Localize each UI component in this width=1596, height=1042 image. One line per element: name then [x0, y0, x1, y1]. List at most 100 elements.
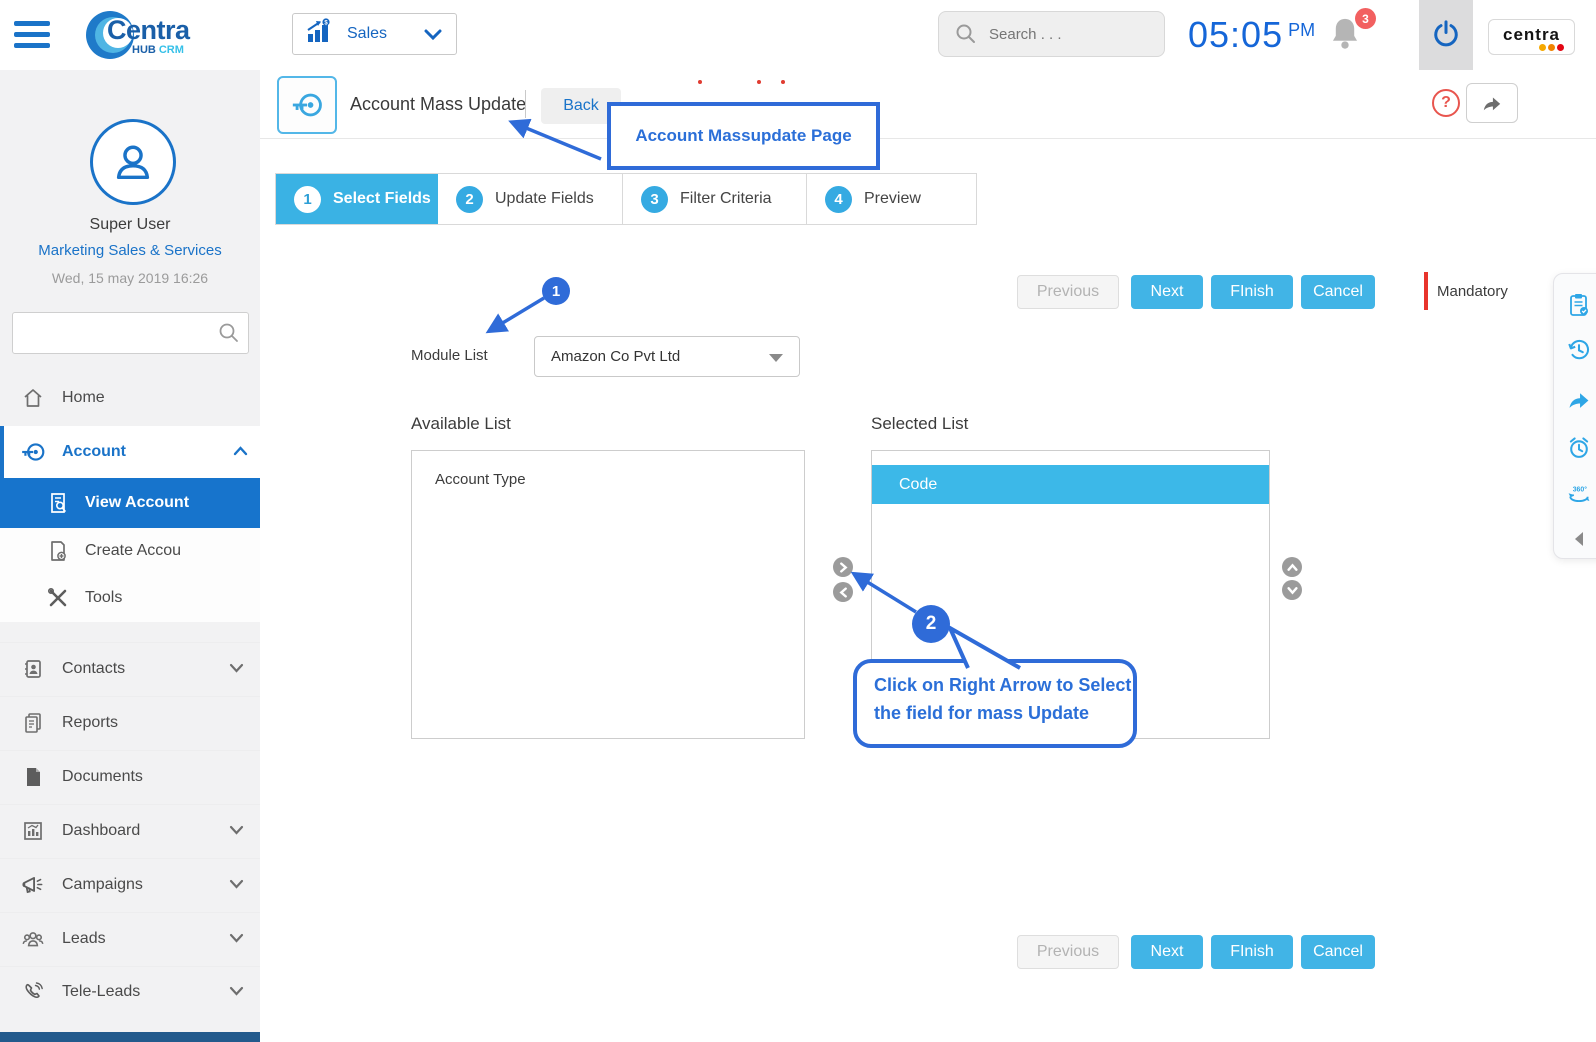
available-list: Account Type	[411, 450, 805, 739]
reports-icon	[20, 711, 46, 735]
module-list-select[interactable]: Amazon Co Pvt Ltd	[534, 336, 800, 377]
notification-badge: 3	[1355, 8, 1376, 29]
workspace-selector[interactable]: $ Sales	[292, 13, 457, 55]
selected-list-item[interactable]: Code	[872, 465, 1269, 504]
hamburger-menu-icon[interactable]	[14, 21, 50, 48]
tools-icon	[45, 586, 71, 610]
cancel-button[interactable]: Cancel	[1301, 935, 1375, 969]
bell-icon	[1332, 18, 1358, 49]
sidebar-search-input[interactable]	[21, 313, 215, 351]
home-icon	[20, 386, 46, 410]
campaigns-icon	[20, 872, 46, 898]
move-right-button[interactable]	[833, 557, 853, 577]
step-tab-preview[interactable]: 4 Preview	[807, 174, 976, 224]
sidebar-item-dashboard[interactable]: Dashboard	[0, 804, 260, 857]
search-input[interactable]	[987, 24, 1151, 44]
history-icon[interactable]	[1566, 337, 1592, 363]
move-up-button[interactable]	[1282, 557, 1302, 577]
finish-button[interactable]: FInish	[1211, 275, 1293, 309]
global-search	[938, 11, 1165, 57]
annotation-text-line: Click on Right Arrow to Select	[874, 675, 1132, 695]
user-name: Super User	[89, 216, 171, 233]
mandatory-label: Mandatory	[1437, 282, 1508, 300]
sidebar-item-documents[interactable]: Documents	[0, 750, 260, 803]
sidebar-item-label: Tools	[85, 589, 123, 606]
sidebar-item-create-account[interactable]: Create Accou	[0, 528, 260, 574]
sidebar-search	[12, 312, 249, 354]
chevron-up-icon	[1286, 562, 1298, 571]
chevron-down-icon	[229, 930, 244, 948]
sales-chart-icon: $	[305, 17, 335, 51]
annotation-text-line: the field for mass Update	[874, 703, 1090, 723]
sidebar-item-label: Tele-Leads	[62, 983, 141, 1000]
chevron-right-icon	[839, 561, 848, 573]
sidebar-item-label: Dashboard	[62, 822, 141, 839]
key-icon	[292, 93, 322, 117]
sidebar-item-reports[interactable]: Reports	[0, 696, 260, 749]
tasks-clipboard-icon[interactable]	[1566, 292, 1592, 318]
360-view-icon[interactable]: 360°	[1566, 482, 1592, 508]
next-button[interactable]: Next	[1131, 935, 1203, 969]
page-title: Account Mass Update	[350, 93, 527, 114]
main-content: Account Mass Update Back ? 1 Select Fiel…	[260, 70, 1596, 1042]
step-tab-select-fields[interactable]: 1 Select Fields	[276, 174, 438, 224]
help-icon[interactable]: ?	[1432, 89, 1460, 117]
share-button[interactable]	[1466, 83, 1518, 123]
annotation-callout-arrow: Click on Right Arrow to Select the field…	[853, 659, 1137, 748]
reminder-alarm-icon[interactable]	[1566, 435, 1592, 461]
previous-button[interactable]: Previous	[1017, 275, 1119, 309]
chevron-down-icon	[229, 822, 244, 840]
dropdown-caret-icon	[769, 354, 783, 362]
sidebar: Super User Marketing Sales & Services We…	[0, 70, 264, 1042]
sidebar-item-home[interactable]: Home	[0, 372, 260, 424]
sidebar-item-label: Documents	[62, 768, 143, 785]
sidebar-item-contacts[interactable]: Contacts	[0, 642, 260, 695]
selected-list-title: Selected List	[871, 414, 969, 433]
avatar[interactable]	[90, 119, 176, 205]
step-number: 1	[294, 185, 321, 213]
move-down-button[interactable]	[1282, 580, 1302, 600]
share-icon[interactable]	[1566, 386, 1592, 412]
phone-icon	[20, 980, 46, 1004]
sidebar-item-tools[interactable]: Tools	[0, 574, 260, 622]
next-button[interactable]: Next	[1131, 275, 1203, 309]
previous-button[interactable]: Previous	[1017, 935, 1119, 969]
sidebar-item-label: Contacts	[62, 660, 126, 677]
workspace-label: Sales	[347, 25, 388, 42]
collapse-toolbar-icon[interactable]	[1566, 526, 1592, 552]
logo-crm: CRM	[158, 44, 184, 56]
step-label: Update Fields	[495, 190, 594, 207]
move-left-button[interactable]	[833, 582, 853, 602]
step-label: Preview	[864, 190, 921, 207]
step-tab-filter-criteria[interactable]: 3 Filter Criteria	[623, 174, 807, 224]
time-meridiem: PM	[1288, 20, 1316, 40]
step-label: Filter Criteria	[680, 190, 772, 207]
logout-button[interactable]	[1419, 0, 1473, 70]
logo-wordmark: Centra	[107, 15, 190, 45]
annotation-marker-2: 2	[912, 605, 950, 643]
red-dot	[757, 80, 761, 84]
logo-hub: HUB	[132, 44, 156, 56]
annotation-callout-page: Account Massupdate Page	[607, 102, 880, 170]
sidebar-item-campaigns[interactable]: Campaigns	[0, 858, 260, 911]
step-number: 3	[641, 185, 668, 213]
sidebar-item-view-account[interactable]: View Account	[0, 478, 260, 528]
sidebar-item-tele-leads[interactable]: Tele-Leads	[0, 966, 260, 1017]
time-value: 05:05	[1188, 14, 1284, 55]
sidebar-item-leads[interactable]: Leads	[0, 912, 260, 965]
notifications[interactable]: 3	[1328, 8, 1376, 58]
centra-badge-text: centra	[1502, 25, 1561, 44]
sidebar-item-label: View Account	[85, 494, 190, 511]
search-icon	[956, 24, 975, 43]
finish-button[interactable]: FInish	[1211, 935, 1293, 969]
contacts-icon	[20, 657, 46, 681]
sidebar-item-account[interactable]: Account	[0, 426, 264, 478]
cancel-button[interactable]: Cancel	[1301, 275, 1375, 309]
title-divider	[525, 90, 526, 118]
search-icon[interactable]	[218, 322, 240, 349]
available-list-item[interactable]: Account Type	[435, 471, 526, 488]
user-department[interactable]: Marketing Sales & Services	[38, 242, 222, 259]
step-tab-update-fields[interactable]: 2 Update Fields	[438, 174, 623, 224]
